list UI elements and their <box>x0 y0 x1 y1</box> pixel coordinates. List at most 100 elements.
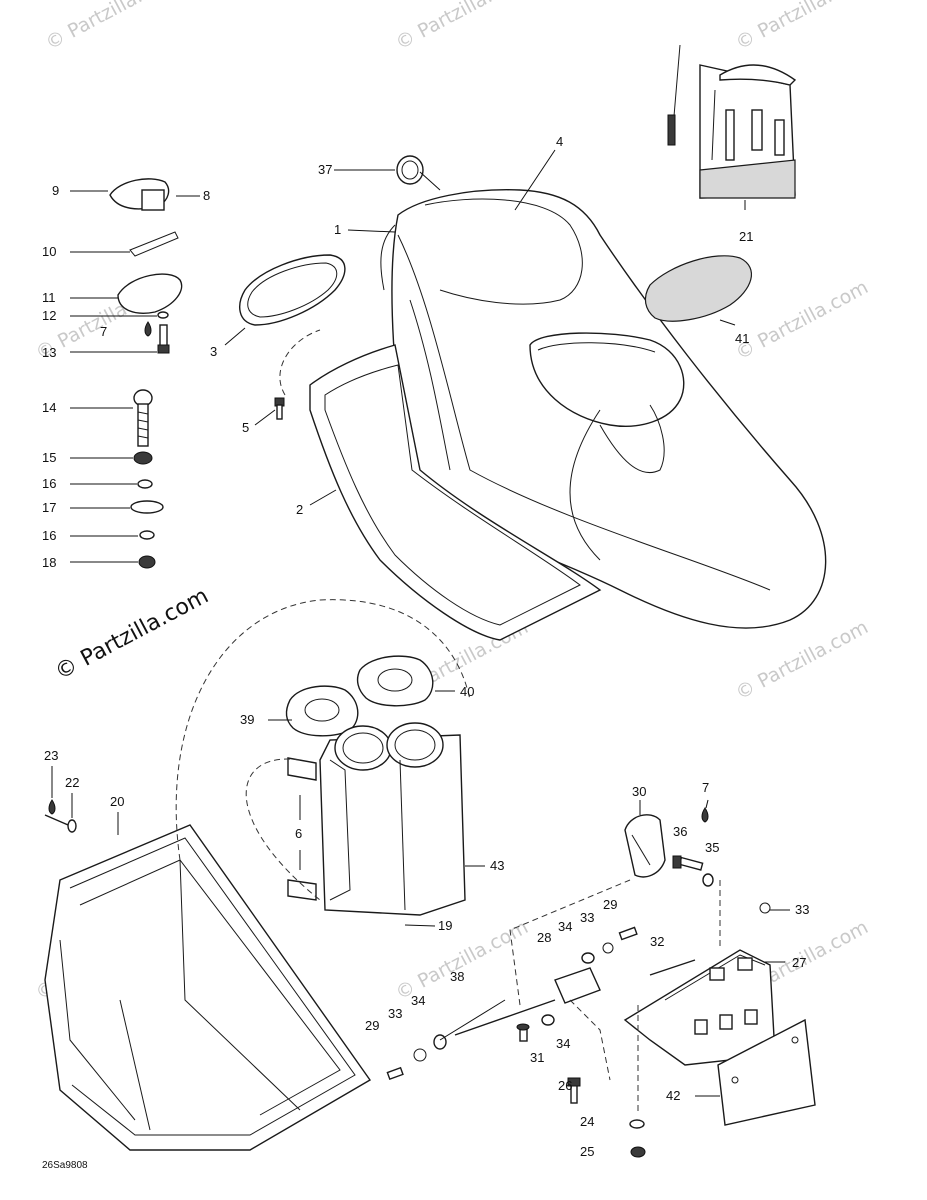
seat-base-frame-part-2[interactable] <box>309 344 602 641</box>
washer-part-34a[interactable] <box>581 952 595 964</box>
callout-16b: 16 <box>42 528 56 543</box>
cover-part-39[interactable] <box>285 685 359 737</box>
spring-clip-part-10[interactable] <box>129 231 179 257</box>
callout-24: 24 <box>580 1114 594 1129</box>
callout-6: 6 <box>295 826 302 841</box>
washer-part-16a[interactable] <box>137 479 153 489</box>
rod-part-32[interactable] <box>649 959 696 976</box>
callout-33c: 33 <box>388 1006 402 1021</box>
callout-21: 21 <box>739 229 753 244</box>
screw-part-13[interactable] <box>157 324 170 354</box>
rod-part-38[interactable] <box>454 999 556 1036</box>
callout-5: 5 <box>242 420 249 435</box>
seat-cover-part-4[interactable] <box>380 189 827 629</box>
tool-kit-part-21[interactable] <box>667 44 797 199</box>
drop-icon-part-23 <box>48 799 56 815</box>
pin-part-22[interactable] <box>44 814 77 833</box>
callout-42: 42 <box>666 1088 680 1103</box>
callout-40: 40 <box>460 684 474 699</box>
callout-18: 18 <box>42 555 56 570</box>
callout-43: 43 <box>490 858 504 873</box>
mesh-screen-part-41[interactable] <box>644 255 752 322</box>
watermark-text: © Partzilla.com <box>42 0 182 54</box>
lever-part-30[interactable] <box>624 814 666 878</box>
callout-33a: 33 <box>795 902 809 917</box>
pin-part-29a[interactable] <box>618 926 638 941</box>
callout-16: 16 <box>42 476 56 491</box>
callout-labels: 37 4 1 9 8 10 11 12 7 13 3 5 14 15 16 17… <box>42 134 809 1159</box>
storage-bin-part-20[interactable] <box>44 824 372 1151</box>
clip-part-33a[interactable] <box>759 902 771 914</box>
washer-part-35[interactable] <box>702 873 714 887</box>
washer-part-34c[interactable] <box>541 1014 555 1026</box>
latch-clip-part-8[interactable] <box>141 189 165 211</box>
callout-20: 20 <box>110 794 124 809</box>
watermark-text: © Partzilla.com <box>392 0 532 54</box>
callout-26: 26 <box>558 1078 572 1093</box>
leader-lines <box>51 149 790 1097</box>
screw-part-26[interactable] <box>567 1077 581 1104</box>
drop-icon-part-7 <box>144 321 152 337</box>
plate-part-42[interactable] <box>717 1018 816 1126</box>
nut-part-15[interactable] <box>133 451 153 465</box>
callout-22: 22 <box>65 775 79 790</box>
callout-35: 35 <box>705 840 719 855</box>
callout-19: 19 <box>438 918 452 933</box>
nut-part-25[interactable] <box>630 1146 646 1158</box>
callout-9: 9 <box>52 183 59 198</box>
assembly-guides <box>175 329 721 1115</box>
clip-part-33c[interactable] <box>413 1048 427 1062</box>
callout-10: 10 <box>42 244 56 259</box>
washer-part-24[interactable] <box>629 1119 645 1129</box>
callout-29b: 29 <box>365 1018 379 1033</box>
bracket-plate-part-6a[interactable] <box>287 757 317 781</box>
callout-34b: 34 <box>411 993 425 1008</box>
callout-23: 23 <box>44 748 58 763</box>
callout-27: 27 <box>792 955 806 970</box>
callout-30: 30 <box>632 784 646 799</box>
nut-part-18[interactable] <box>138 555 156 569</box>
callout-29a: 29 <box>603 897 617 912</box>
gasket-ring-part-3[interactable] <box>239 254 346 326</box>
callout-7b: 7 <box>702 780 709 795</box>
dual-holder-part-43[interactable] <box>319 722 466 916</box>
latch-base-part-11[interactable] <box>117 273 183 314</box>
callout-11: 11 <box>42 290 56 305</box>
bracket-plate-part-6b[interactable] <box>287 879 317 901</box>
mounting-plate-part-27[interactable] <box>623 949 776 1066</box>
drop-icon-part-7b <box>701 807 709 823</box>
screw-part-5[interactable] <box>274 397 285 420</box>
bolt-part-36[interactable] <box>672 855 704 871</box>
watermark-text: © Partzilla.com <box>732 616 872 704</box>
callout-8: 8 <box>203 188 210 203</box>
callout-33b: 33 <box>580 910 594 925</box>
washer-part-17[interactable] <box>130 500 164 514</box>
callout-37: 37 <box>318 162 332 177</box>
watermark-text: © Partzilla.com <box>732 0 872 54</box>
callout-17: 17 <box>42 500 56 515</box>
figure-code: 26Sa9808 <box>42 1160 88 1171</box>
pin-part-29b[interactable] <box>386 1066 404 1081</box>
cover-part-40[interactable] <box>356 655 434 707</box>
callout-1: 1 <box>334 222 341 237</box>
watermark-text: © Partzilla.com <box>392 916 532 1004</box>
washer-part-16b[interactable] <box>139 530 155 540</box>
callout-36: 36 <box>673 824 687 839</box>
callout-39: 39 <box>240 712 254 727</box>
callout-14: 14 <box>42 400 56 415</box>
callout-4: 4 <box>556 134 563 149</box>
callout-2: 2 <box>296 502 303 517</box>
clip-part-33b[interactable] <box>602 942 614 954</box>
screw-part-31[interactable] <box>516 1023 530 1042</box>
callout-31: 31 <box>530 1050 544 1065</box>
washer-part-12[interactable] <box>157 311 169 319</box>
stud-part-14[interactable] <box>133 389 153 447</box>
link-part-28[interactable] <box>554 967 601 1004</box>
callout-7: 7 <box>100 324 107 339</box>
callout-34a: 34 <box>558 919 572 934</box>
callout-3: 3 <box>210 344 217 359</box>
cap-part-37[interactable] <box>396 155 424 185</box>
brand-mark: © Partzilla.com <box>51 584 213 686</box>
callout-32: 32 <box>650 934 664 949</box>
